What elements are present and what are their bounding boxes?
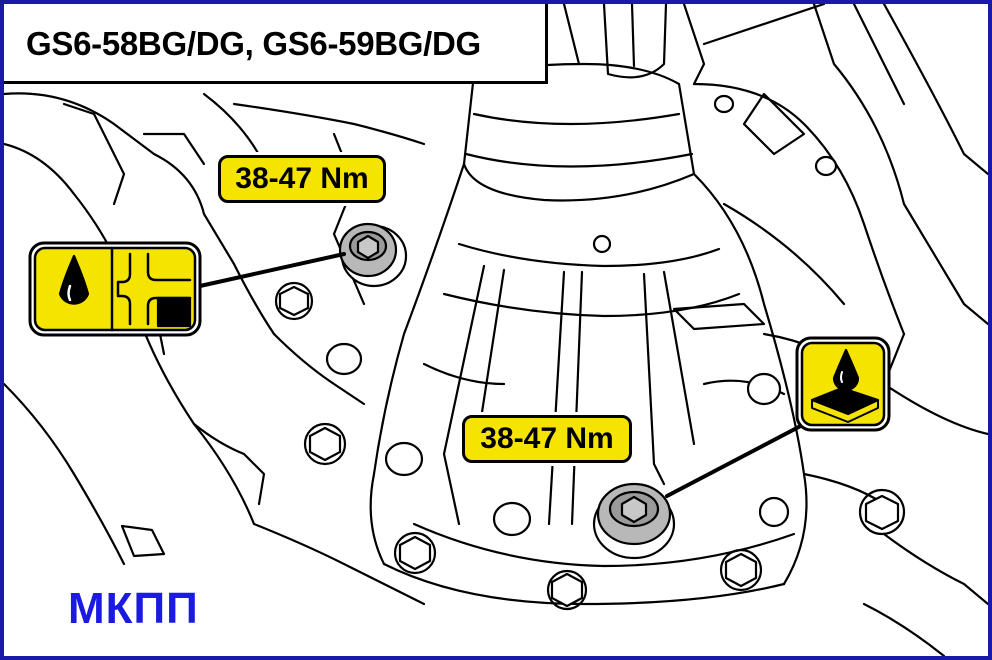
bolt-washer: [393, 531, 437, 575]
bolt-washer: [858, 488, 906, 536]
torque-label-drain-plug: 38-47 Nm: [462, 415, 632, 463]
bolt: [724, 552, 758, 588]
oil-drain-icon: [795, 336, 891, 432]
model-title: GS6-58BG/DG, GS6-59BG/DG: [4, 4, 548, 84]
transmission-line-drawing: [4, 4, 988, 656]
bolt: [398, 535, 432, 571]
transmission-type-caption: МКПП: [68, 584, 199, 633]
bell-housing: [369, 162, 808, 606]
small-tab: [120, 524, 166, 558]
bolts: [274, 234, 906, 611]
bolt-washer: [546, 569, 588, 611]
output-shaft: [462, 4, 706, 202]
bolt: [758, 496, 790, 528]
oil-filler-icon: [28, 241, 202, 337]
bolt-holes: [325, 94, 838, 537]
bolt-washer: [719, 548, 763, 592]
bolt: [308, 426, 342, 462]
bolt: [278, 285, 310, 317]
bolt: [864, 494, 900, 531]
bolt: [550, 572, 584, 608]
bolt-washer: [303, 422, 347, 466]
bolt-washer: [274, 281, 314, 321]
drain-plug: [592, 482, 676, 560]
torque-label-filler-plug: 38-47 Nm: [218, 155, 386, 203]
bolt: [592, 234, 612, 254]
filler-plug: [338, 222, 408, 288]
leader-lines: [198, 252, 816, 498]
